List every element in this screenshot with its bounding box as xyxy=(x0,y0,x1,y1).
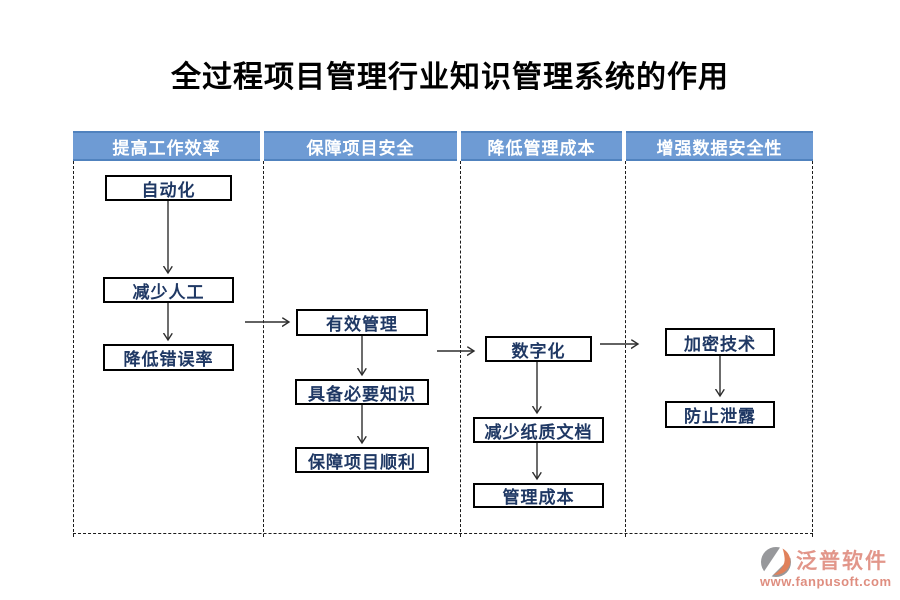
vendor-website: www.fanpusoft.com xyxy=(760,574,892,589)
lane-border-right xyxy=(812,161,813,537)
node-encryption-technology: 加密技术 xyxy=(665,328,775,356)
lane-border-3-4 xyxy=(625,161,626,537)
lane-border-2-3 xyxy=(460,161,461,537)
node-ensure-smooth-project: 保障项目顺利 xyxy=(295,447,429,473)
node-reduce-labor: 减少人工 xyxy=(103,277,234,303)
node-lower-error-rate: 降低错误率 xyxy=(103,344,234,371)
page-title: 全过程项目管理行业知识管理系统的作用 xyxy=(171,61,729,94)
node-prevent-leakage: 防止泄露 xyxy=(665,401,775,428)
node-digitization: 数字化 xyxy=(485,336,592,362)
node-management-cost: 管理成本 xyxy=(473,483,604,508)
node-reduce-paper-documents: 减少纸质文档 xyxy=(473,417,604,443)
column-header-ensure-project-safety: 保障项目安全 xyxy=(264,131,457,161)
lane-border-bottom xyxy=(73,533,813,534)
vendor-logo: 泛普软件 www.fanpusoft.com xyxy=(758,545,898,595)
node-necessary-knowledge: 具备必要知识 xyxy=(295,379,429,405)
fanpu-logo-icon xyxy=(761,546,792,578)
column-header-enhance-data-security: 增强数据安全性 xyxy=(626,131,813,161)
column-header-reduce-management-cost: 降低管理成本 xyxy=(461,131,622,161)
lane-border-1-2 xyxy=(263,161,264,537)
vendor-name: 泛普软件 xyxy=(796,550,888,573)
lane-border-left xyxy=(73,161,74,537)
node-automation: 自动化 xyxy=(105,175,232,201)
column-header-improve-efficiency: 提高工作效率 xyxy=(73,131,260,161)
node-effective-management: 有效管理 xyxy=(296,309,428,336)
